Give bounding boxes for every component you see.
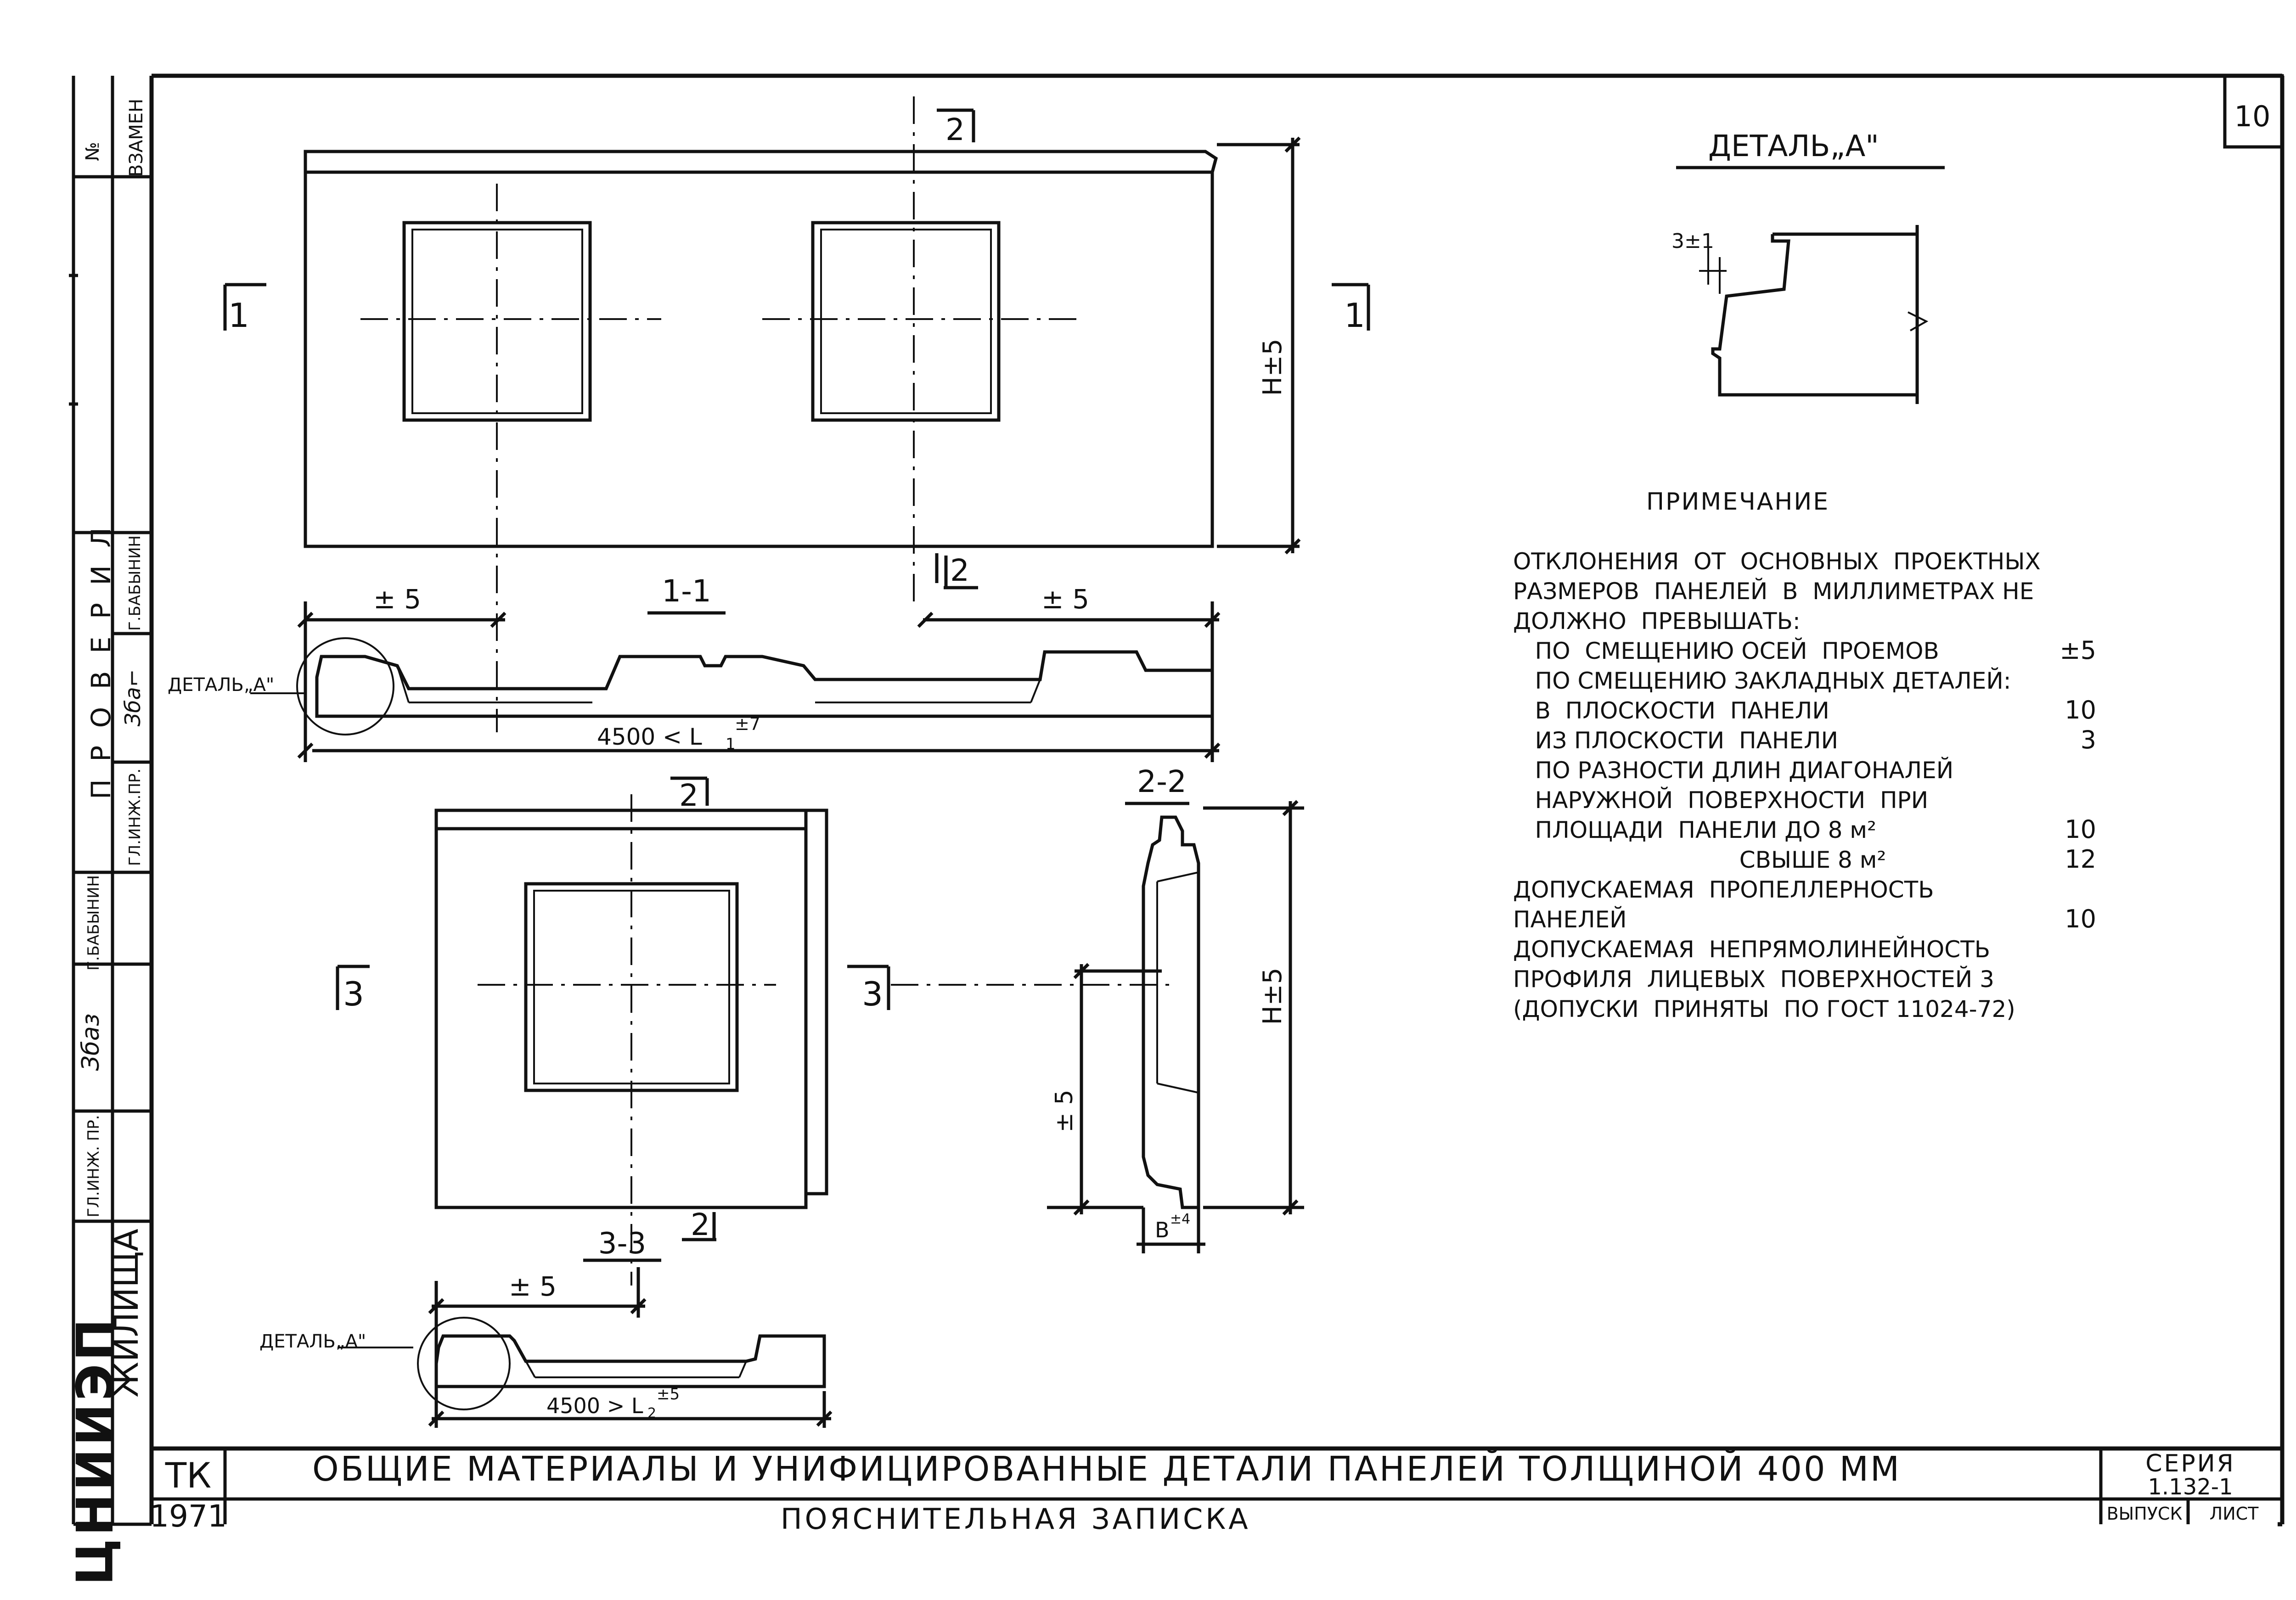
stamp-chief-eng: ГЛ.ИНЖ.ПР. [126, 769, 144, 866]
note-line: ПРОФИЛЯ ЛИЦЕВЫХ ПОВЕРХНОСТЕЙ 3 [1513, 966, 1994, 993]
note-line: ПО СМЕЩЕНИЮ ЗАКЛАДНЫХ ДЕТАЛЕЙ: [1513, 667, 2011, 694]
issue-label: ВЫПУСК [2107, 1504, 2183, 1524]
note-line: РАЗМЕРОВ ПАНЕЛЕЙ В МИЛЛИМЕТРАХ НЕ [1513, 578, 2034, 605]
section-1-1-length-dim: 4500 < L 1 ±7 [597, 714, 760, 753]
drawing-subtitle: ПОЯСНИТЕЛЬНАЯ ЗАПИСКА [781, 1502, 1251, 1536]
note-line: ОТКЛОНЕНИЯ ОТ ОСНОВНЫХ ПРОЕКТНЫХ [1513, 548, 2041, 575]
stamp-name-1: Г.БАБЫНИН [126, 535, 144, 631]
note-line: ПО РАЗНОСТИ ДЛИН ДИАГОНАЛЕЙ [1513, 757, 1953, 784]
panel-1-cut-marks: 2 2 1 1 [223, 108, 1370, 589]
note-line-value: ±5 [2060, 636, 2096, 665]
side-stamp [69, 76, 152, 1526]
series-label: СЕРИЯ [2145, 1450, 2235, 1477]
section-2-2-height-dim: H±5 [1258, 968, 1288, 1025]
sheet-number: 10 [2234, 100, 2271, 133]
note-line-value: 10 [2065, 815, 2096, 844]
section-3-3-detail-label: ДЕТАЛЬ„А" [259, 1331, 366, 1352]
detail-a-title: ДЕТАЛЬ„А" [1708, 129, 1879, 163]
note-line-value: 3 [2081, 725, 2096, 754]
stamp-signature-2: Збаз [77, 1014, 105, 1071]
note-block: ПРИМЕЧАНИЕ ОТКЛОНЕНИЯ ОТ ОСНОВНЫХ ПРОЕКТ… [1513, 488, 2096, 1022]
title-block [152, 1448, 2282, 1524]
stamp-checked: П Р О В Е Р И Л [85, 523, 117, 799]
panel-2-cut-3-left: 3 [343, 975, 364, 1013]
note-line-value: 10 [2065, 696, 2096, 724]
panel-1-height-dim: H±5 [1258, 339, 1288, 396]
stamp-chief-eng-2: ГЛ.ИНЖ. ПР. [84, 1115, 103, 1217]
note-line-value: 10 [2065, 904, 2096, 933]
sheet-label: ЛИСТ [2210, 1504, 2259, 1524]
svg-text:4500 < L: 4500 < L [597, 724, 702, 750]
title-year: 1971 [150, 1499, 227, 1534]
section-3-3-dim-top: ± 5 [509, 1271, 557, 1302]
panel-1-cut-2-bottom: 2 [950, 553, 969, 588]
svg-text:B: B [1155, 1218, 1170, 1242]
note-line: ПЛОЩАДИ ПАНЕЛИ ДО 8 м² [1513, 817, 1876, 843]
sheet-frame [149, 73, 2285, 1527]
note-line: ПО СМЕЩЕНИЮ ОСЕЙ ПРОЕМОВ [1513, 637, 1939, 664]
note-line: ДОПУСКАЕМАЯ НЕПРЯМОЛИНЕЙНОСТЬ [1513, 936, 1990, 963]
note-heading: ПРИМЕЧАНИЕ [1646, 488, 1829, 516]
svg-text:1: 1 [726, 735, 736, 753]
note-line: НАРУЖНОЙ ПОВЕРХНОСТИ ПРИ [1513, 786, 1928, 814]
note-line: ДОЛЖНО ПРЕВЫШАТЬ: [1513, 608, 1801, 634]
svg-text:±5: ±5 [657, 1385, 680, 1404]
section-1-1 [296, 601, 1221, 762]
panel-2-cut-marks: 2 2 3 3 [336, 776, 890, 1242]
panel-1-cut-1-left: 1 [228, 296, 249, 335]
detail-a-tolerance: 3±1 [1671, 230, 1714, 253]
note-line: ПАНЕЛЕЙ [1513, 906, 1627, 933]
stamp-number: № [82, 142, 103, 161]
note-line: ДОПУСКАЕМАЯ ПРОПЕЛЛЕРНОСТЬ [1513, 876, 1934, 903]
note-lines: ОТКЛОНЕНИЯ ОТ ОСНОВНЫХ ПРОЕКТНЫХ РАЗМЕРОВ… [1513, 548, 2096, 1022]
note-line: СВЫШЕ 8 м² [1513, 847, 1886, 873]
section-2-2 [1047, 800, 1304, 1253]
section-3-3 [417, 1258, 833, 1428]
section-3-3-title: 3-3 [598, 1227, 647, 1261]
svg-text:4500 > L: 4500 > L [546, 1393, 643, 1418]
section-1-1-dim-right: ± 5 [1041, 584, 1089, 615]
section-1-1-detail-label: ДЕТАЛЬ„А" [168, 674, 274, 696]
section-2-2-title: 2-2 [1137, 764, 1187, 799]
section-3-3-length-dim: 4500 > L 2 ±5 [546, 1385, 680, 1421]
panel-1-cut-1-right: 1 [1344, 296, 1365, 335]
svg-text:2: 2 [647, 1405, 656, 1421]
panel-1-cut-2-top: 2 [945, 112, 965, 147]
panel-2-cut-3-right: 3 [862, 975, 883, 1013]
stamp-signature-1: Зба⌐ [120, 669, 145, 727]
section-1-1-dim-left: ± 5 [373, 584, 421, 615]
stamp-replaced: ВЗАМЕН [126, 99, 147, 177]
drawing-title: ОБЩИЕ МАТЕРИАЛЫ И УНИФИЦИРОВАННЫЕ ДЕТАЛИ… [312, 1448, 1901, 1489]
stamp-housing: ЖИЛИЩА [107, 1229, 146, 1397]
section-2-2-dim-left: ± 5 [1051, 1089, 1078, 1132]
section-2-2-thickness-dim: B ±4 [1155, 1211, 1190, 1242]
stamp-institute-logo: ЦНИИЭП [66, 1316, 124, 1585]
note-line: В ПЛОСКОСТИ ПАНЕЛИ [1513, 697, 1829, 724]
note-line-value: 12 [2065, 845, 2096, 874]
note-line: ИЗ ПЛОСКОСТИ ПАНЕЛИ [1513, 727, 1838, 754]
note-line: (ДОПУСКИ ПРИНЯТЫ ПО ГОСТ 11024-72) [1513, 996, 2015, 1022]
series-value: 1.132-1 [2148, 1474, 2233, 1500]
panel-2-cut-2-bottom: 2 [691, 1207, 710, 1242]
stamp-name-2: Г.БАБЫНИН [84, 875, 103, 971]
svg-text:±7: ±7 [735, 714, 760, 734]
panel-1-elevation [304, 96, 1301, 732]
panel-2-elevation [434, 794, 1176, 1286]
title-org: ТК [165, 1455, 211, 1496]
detail-a-drawing [1699, 225, 1929, 404]
panel-2-cut-2-top: 2 [679, 778, 698, 813]
svg-text:±4: ±4 [1170, 1211, 1190, 1227]
section-1-1-title: 1-1 [662, 573, 711, 609]
